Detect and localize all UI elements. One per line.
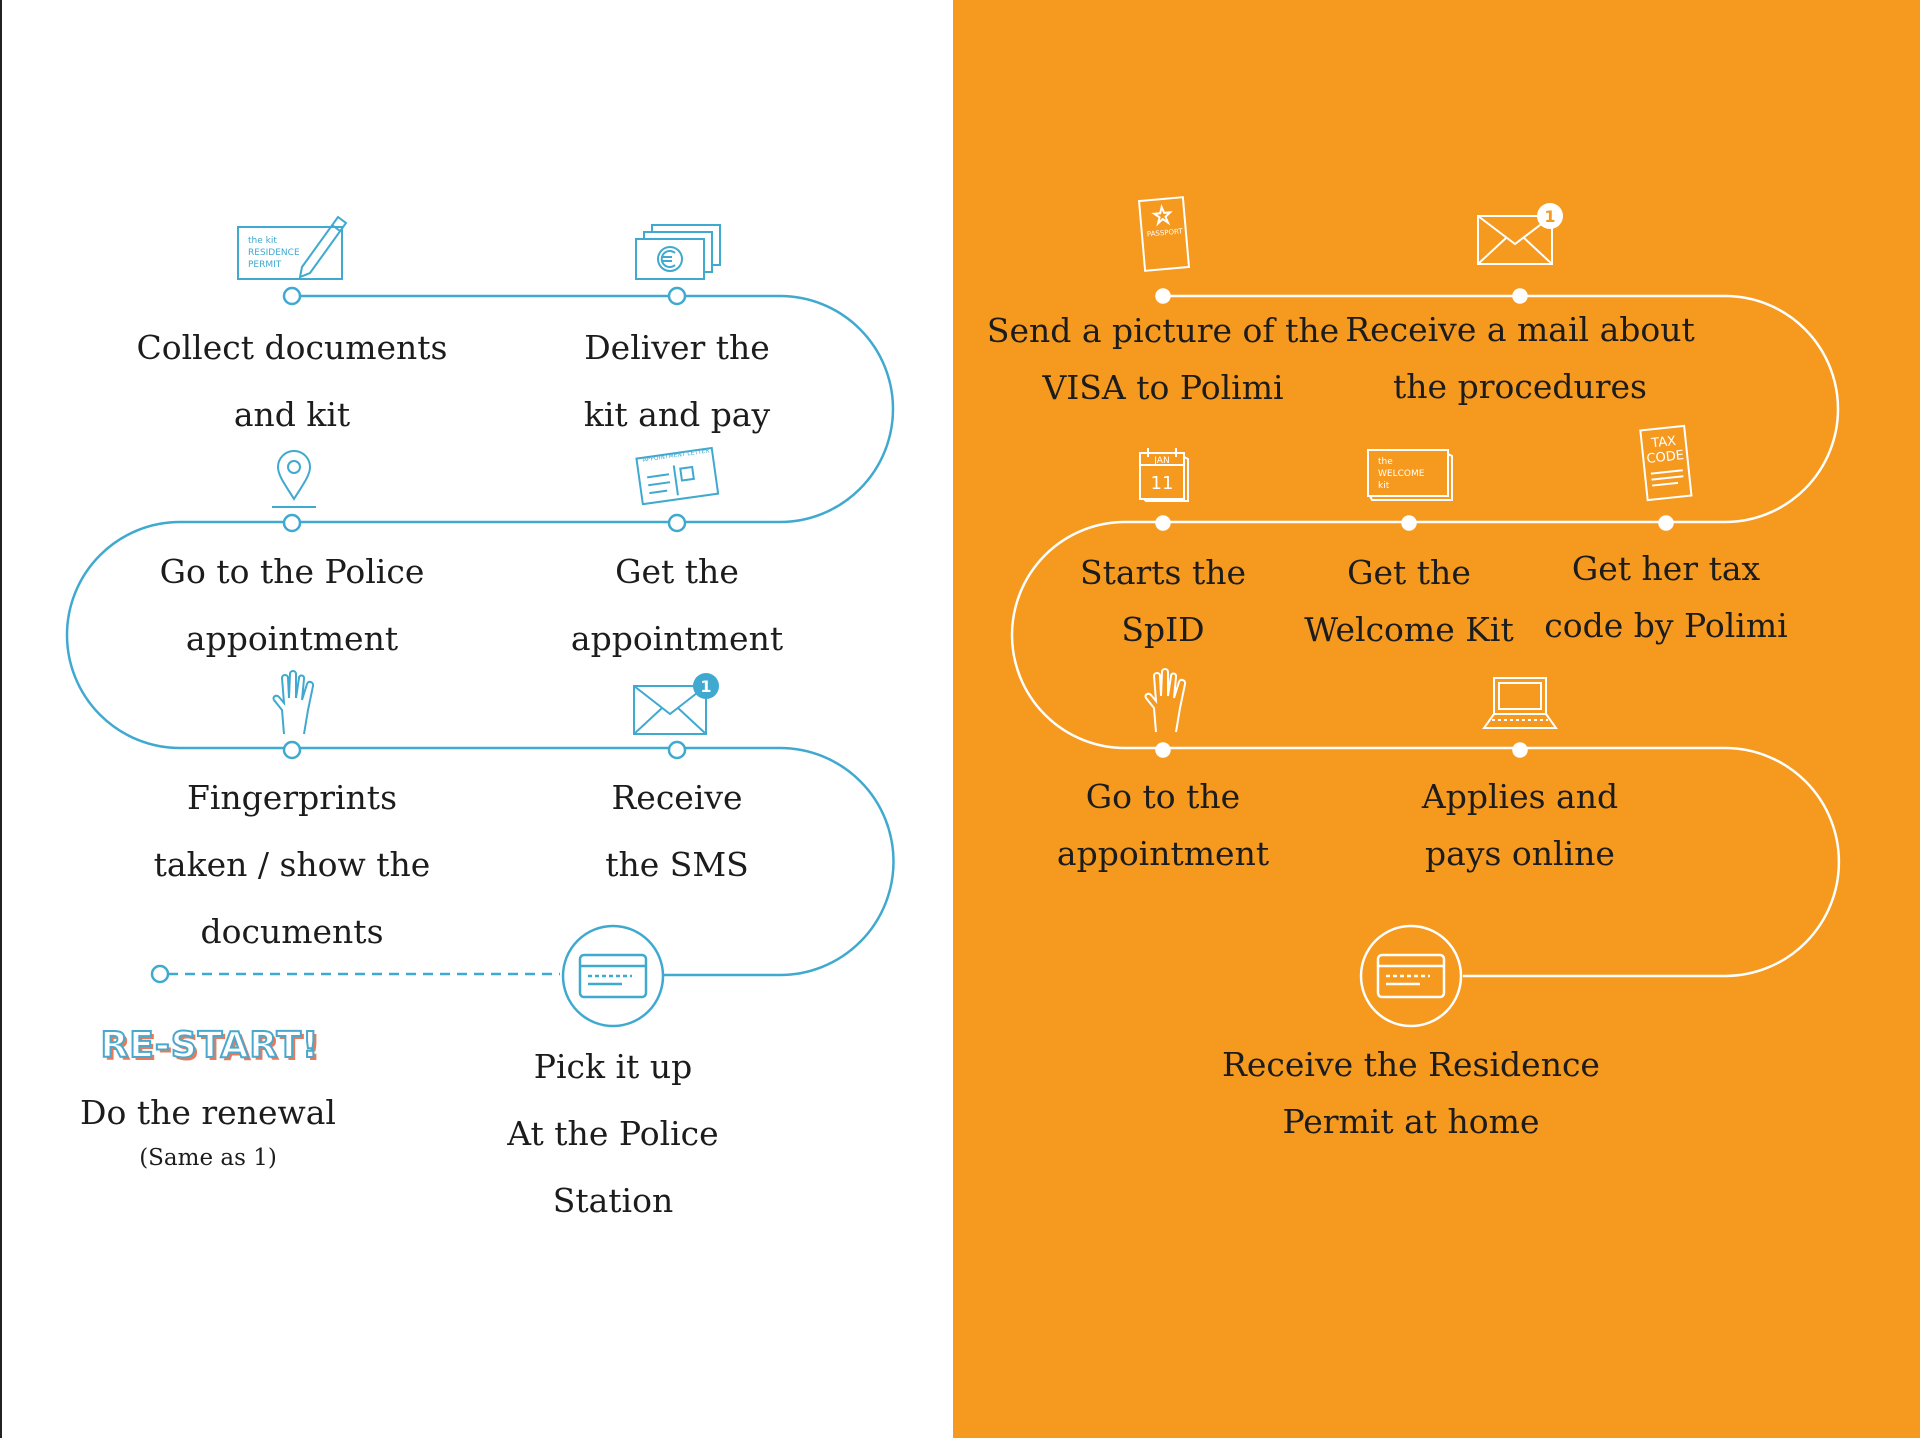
right-step-send-visa: Send a picture of the VISA to Polimi xyxy=(986,311,1340,407)
right-step-applies-pays: Applies and pays online xyxy=(1421,777,1619,873)
notification-badge: 1 xyxy=(700,677,711,696)
euro-banknotes-icon xyxy=(635,224,721,280)
right-node-4 xyxy=(1401,515,1417,531)
right-node-3 xyxy=(1155,515,1171,531)
restart-note: (Same as 1) xyxy=(139,1145,277,1171)
right-timeline-path xyxy=(1010,294,1841,978)
left-node-3 xyxy=(282,513,302,533)
right-node-7 xyxy=(1512,742,1528,758)
card-icon xyxy=(578,953,648,999)
svg-text:JAN: JAN xyxy=(1153,456,1169,466)
svg-text:PERMIT: PERMIT xyxy=(248,260,282,270)
svg-text:the kit: the kit xyxy=(248,236,277,246)
svg-text:PASSPORT: PASSPORT xyxy=(1147,227,1184,238)
left-node-4 xyxy=(667,513,687,533)
svg-text:the: the xyxy=(1378,457,1393,467)
left-step-receive-sms: Receive the SMS xyxy=(605,778,749,884)
left-timeline-path xyxy=(65,294,895,977)
svg-text:CODE: CODE xyxy=(1646,448,1685,467)
right-step-welcome-kit: Get the Welcome Kit xyxy=(1304,553,1514,649)
envelope-notification-icon: 1 xyxy=(1477,203,1563,265)
right-node-5 xyxy=(1658,515,1674,531)
svg-text:kit: kit xyxy=(1378,481,1390,491)
right-node-2 xyxy=(1512,288,1528,304)
restart-renewal-text: Do the renewal xyxy=(80,1093,336,1132)
restart-title: RE-START! xyxy=(100,1024,320,1067)
passport-icon: PASSPORT xyxy=(1137,196,1191,272)
left-node-1 xyxy=(282,286,302,306)
laptop-icon xyxy=(1482,677,1558,729)
svg-text:WELCOME: WELCOME xyxy=(1378,469,1425,479)
left-node-5 xyxy=(282,740,302,760)
notification-badge: 1 xyxy=(1544,207,1555,226)
left-step-collect-documents: Collect documents and kit xyxy=(136,328,448,434)
left-node-2 xyxy=(667,286,687,306)
envelope-notification-icon: 1 xyxy=(633,673,719,735)
left-restart-node xyxy=(150,964,170,984)
card-icon xyxy=(1376,953,1446,999)
welcome-kit-icon: the WELCOME kit xyxy=(1367,449,1453,501)
right-step-receive-mail: Receive a mail about the procedures xyxy=(1345,310,1695,406)
location-pin-icon xyxy=(272,450,316,508)
right-step-receive-permit: Receive the Residence Permit at home xyxy=(1222,1045,1600,1141)
page-left-edge xyxy=(0,0,2,1438)
tax-code-icon: TAX CODE xyxy=(1639,424,1693,502)
left-node-6 xyxy=(667,740,687,760)
svg-text:TAX: TAX xyxy=(1650,434,1677,452)
orange-panel xyxy=(953,0,1920,1438)
svg-text:RESIDENCE: RESIDENCE xyxy=(248,248,300,258)
left-step-pick-up: Pick it up At the Police Station xyxy=(507,1047,719,1220)
left-step-fingerprints: Fingerprints taken / show the documents xyxy=(153,778,431,951)
right-step-starts-spid: Starts the SpID xyxy=(1079,553,1247,649)
right-node-6 xyxy=(1155,742,1171,758)
appointment-letter-icon: APPOINTMENT LETTER xyxy=(635,446,720,505)
residence-permit-kit-icon: the kit RESIDENCE PERMIT xyxy=(237,215,348,280)
right-step-go-appointment: Go to the appointment xyxy=(1056,777,1270,873)
hand-icon xyxy=(1144,668,1187,733)
hand-icon xyxy=(272,670,315,735)
left-step-police-appointment: Go to the Police appointment xyxy=(159,552,425,658)
calendar-icon: JAN 11 xyxy=(1139,448,1189,502)
right-step-tax-code: Get her tax code by Polimi xyxy=(1544,549,1788,645)
svg-text:11: 11 xyxy=(1151,473,1174,494)
left-step-deliver-kit: Deliver the kit and pay xyxy=(583,328,771,434)
left-step-get-appointment: Get the appointment xyxy=(570,552,784,658)
right-node-1 xyxy=(1155,288,1171,304)
